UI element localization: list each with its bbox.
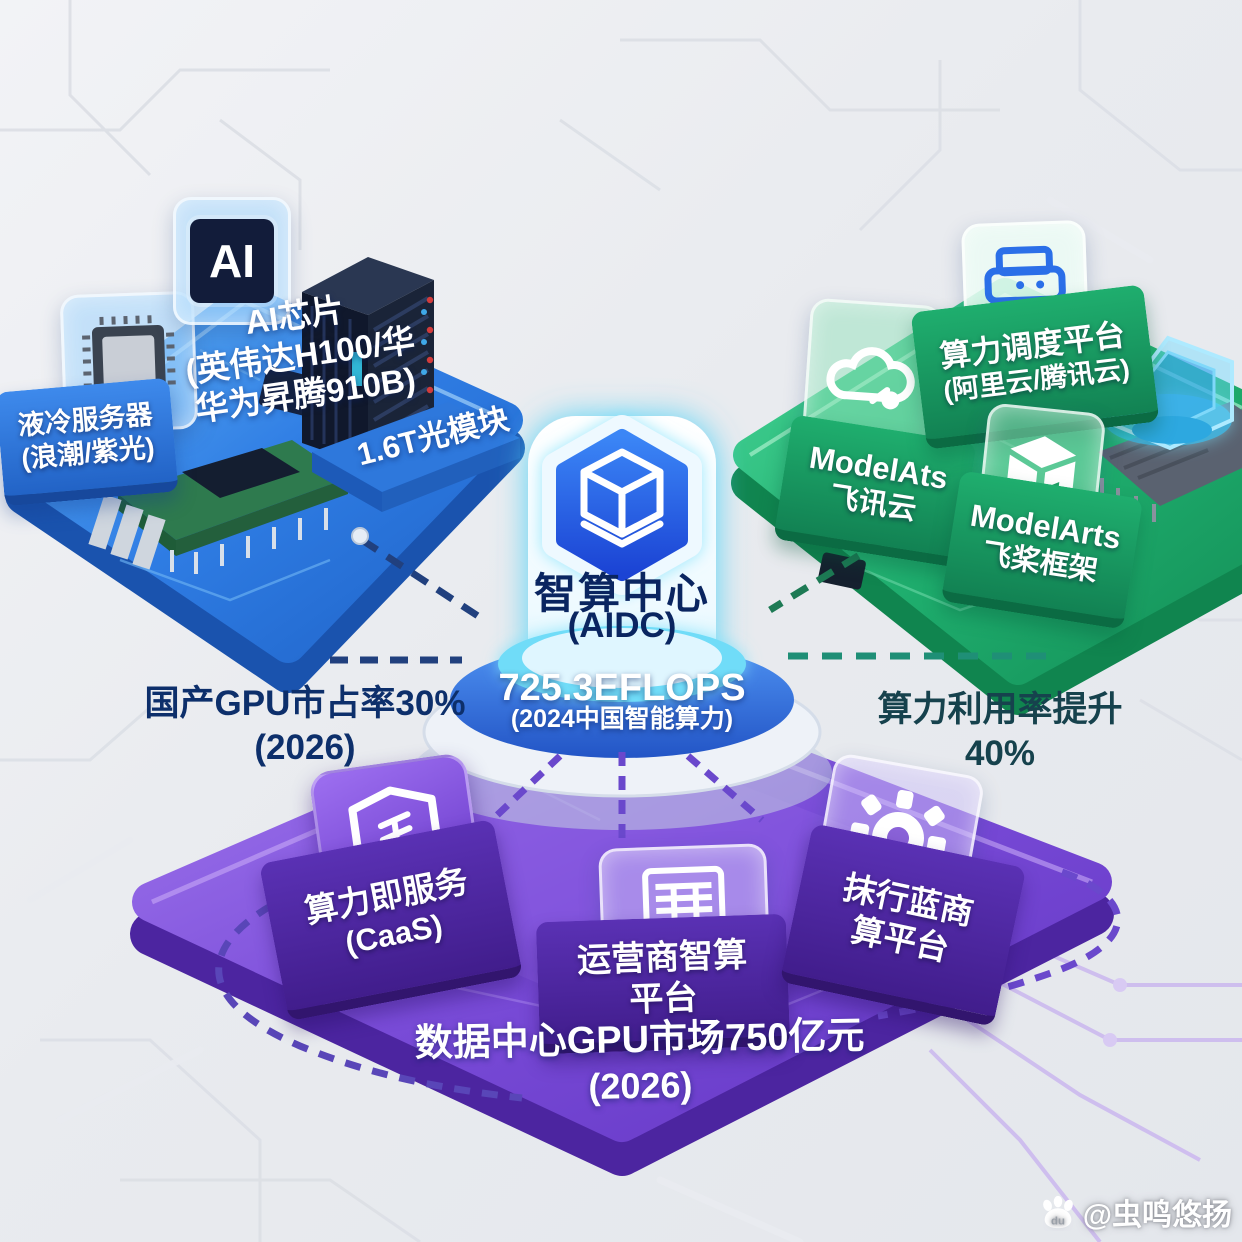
- ai-chip-icon: AI: [190, 219, 274, 303]
- hub-stat-value: 725.3EFLOPS: [498, 667, 746, 709]
- domestic-gpu-share-stat: 国产GPU市占率30% (2026): [140, 682, 470, 770]
- market-line1: 数据中心GPU市场750亿元: [414, 1015, 865, 1065]
- operator-line2: 平台: [628, 978, 699, 1020]
- utilization-line1: 算力利用率提升: [877, 690, 1123, 729]
- operator-line1: 运营商智算: [576, 935, 748, 980]
- gpu-share-line2: (2026): [254, 727, 356, 767]
- accelerator-module: [88, 440, 348, 574]
- watermark: du @虫鸣悠扬: [1039, 1190, 1232, 1234]
- center-pedestal: [412, 415, 832, 830]
- watermark-handle: @虫鸣悠扬: [1082, 1199, 1232, 1232]
- utilization-line2: 40%: [964, 733, 1036, 773]
- svg-text:du: du: [1051, 1215, 1065, 1227]
- cloud-icon: [826, 347, 915, 410]
- modelarts-block: ModelArts 飞桨框架: [940, 470, 1144, 630]
- stacked-data-cube-icon: [542, 415, 702, 595]
- cloud-badge: [800, 297, 944, 459]
- baidu-paw-icon: du: [1042, 1195, 1073, 1229]
- market-line2: (2026): [588, 1063, 693, 1107]
- utilization-stat: 算力利用率提升 40%: [850, 688, 1150, 776]
- market-label: 数据中心GPU市场750亿元 (2026): [399, 1014, 880, 1111]
- gpu-share-line1: 国产GPU市占率30%: [144, 684, 466, 723]
- hub-subtitle: (AIDC): [567, 606, 677, 645]
- hub-stat-caption: (2024中国智能算力): [510, 705, 734, 733]
- ai-badge-text: AI: [209, 235, 255, 287]
- ai-chip-badge: AI: [173, 197, 291, 325]
- circuit-traces-light: [26, 196, 1154, 1242]
- server-tower: [302, 257, 520, 512]
- hub-title: 智算中心: [533, 570, 710, 617]
